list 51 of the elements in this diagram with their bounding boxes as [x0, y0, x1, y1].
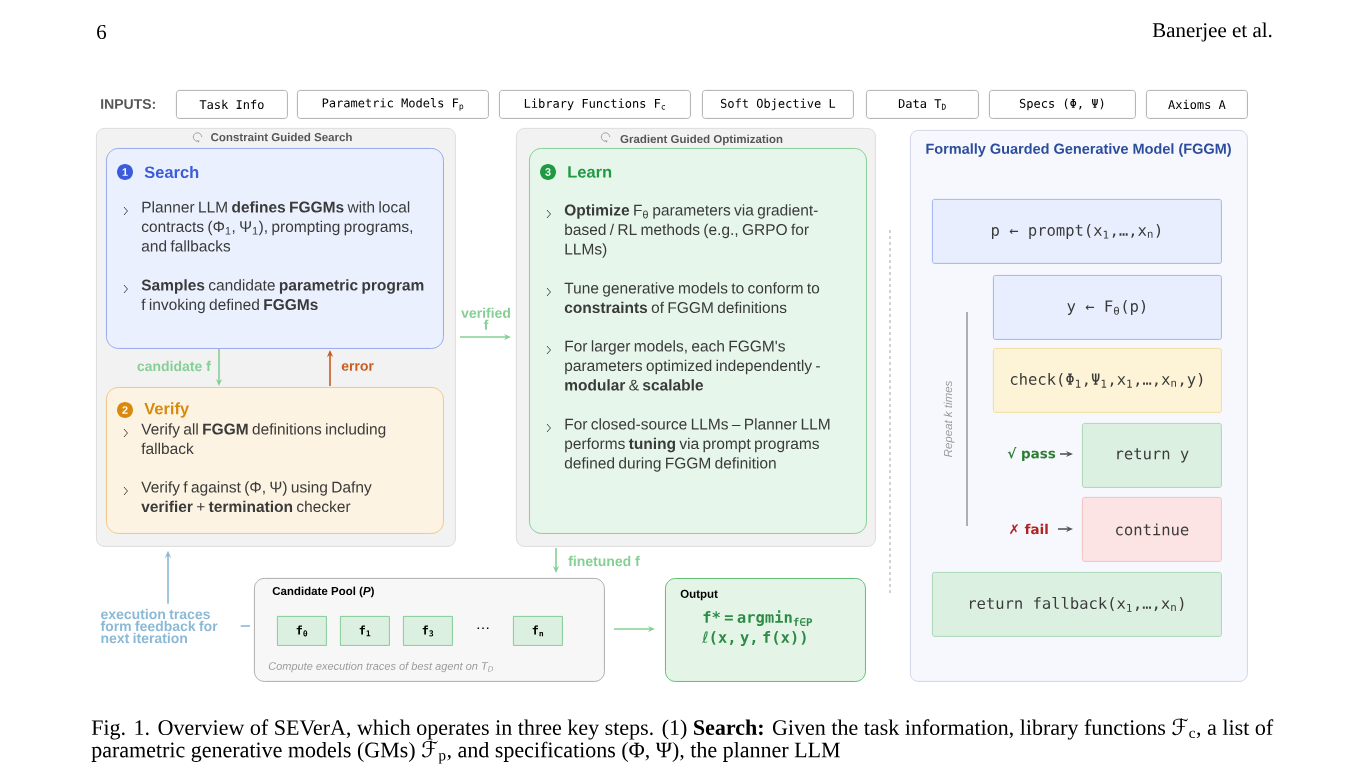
bullet-text: Tune generative models to conform to constraints of FGGM definitions	[564, 282, 820, 314]
candidate-box: f$_{0}$	[277, 616, 327, 646]
candidate-box: f$_{n}$	[513, 616, 563, 646]
pool-note: Compute execution traces of best agent on T$_{D}$	[268, 661, 494, 673]
pass-label: √ pass	[1007, 446, 1056, 462]
step-number: 3	[540, 164, 556, 180]
step-number: 2	[117, 402, 133, 418]
input-box: Axioms A	[1146, 90, 1248, 119]
code-box: return y	[1082, 423, 1222, 488]
running-head: Banerjee et al.	[1152, 22, 1272, 42]
caption: Fig. 1. Overview of SEVerA, which operates in three key steps. (1) Search: Given the task information, library functions ℱ$_{c}$, a list of parametric generative models (GMs) ℱ$_{p}$, and specifications (Φ, Ψ), the planner LLM	[91, 718, 1274, 764]
output-title: Output	[680, 589, 718, 601]
edge-label: finetuned f	[568, 555, 640, 567]
bullet-text: Verify all FGGM definitions including fallback	[141, 423, 386, 455]
code-box: p ← prompt(x$_{1}$,…,x$_{n}$)	[932, 199, 1222, 264]
panel-title: Formally Guarded Generative Model (FGGM)	[926, 143, 1231, 157]
bullet-text: Samples candidate parametric program f invoking defined FGGMs	[141, 279, 424, 314]
input-box: Task Info	[176, 90, 288, 119]
input-box: Library Functions F$_{c}$	[499, 90, 691, 119]
code-box: return fallback(x$_{1}$,…,x$_{n}$)	[932, 572, 1222, 637]
edge-label: error	[341, 363, 374, 371]
edge-label: verified f	[461, 307, 510, 330]
step-number: 1	[117, 164, 133, 180]
code-box: continue	[1082, 497, 1222, 562]
step-title: Learn	[568, 166, 612, 178]
bullet-text: Verify f against (Φ, Ψ) using Dafny verifier + termination checker	[141, 481, 372, 513]
code-box: check(Φ$_{1}$,Ψ$_{1}$,x$_{1}$,…,x$_{n}$,y)	[993, 348, 1222, 413]
step-title: Verify	[144, 402, 190, 418]
edge-label: candidate f	[137, 360, 211, 372]
pool-title: Candidate Pool (P)	[272, 586, 374, 598]
bullet-text: Optimize F$_{θ}$ parameters via gradient-based / RL methods (e.g., GRPO for LLMs)	[564, 204, 818, 258]
input-box: Soft Objective L	[702, 90, 854, 119]
input-box: Parametric Models F$_{p}$	[297, 90, 489, 119]
fail-label: ✗ fail	[1010, 523, 1048, 535]
repeat-label: Repeat k times	[943, 380, 955, 457]
step-title: Search	[144, 165, 199, 179]
code-box: y ← F$_{θ}$(p)	[993, 275, 1222, 340]
bullet-text: For closed-source LLMs – Planner LLM performs tuning via prompt programs defined during FGGM definition	[564, 418, 830, 472]
panel-title: Constraint Guided Search	[211, 132, 352, 142]
panel-title: Gradient Guided Optimization	[620, 134, 783, 146]
input-box: Data T$_{D}$	[866, 90, 979, 119]
candidate-box: f$_{1}$	[340, 616, 390, 646]
page-number: 6	[97, 24, 107, 40]
bullet-text: Planner LLM defines FGGMs with local contracts (Φ$_{1}$, Ψ$_{1}$), prompting programs, and fallbacks	[141, 201, 413, 252]
feedback-text: execution traces form feedback for next iteration	[100, 608, 218, 644]
ellipsis: ⋯	[477, 627, 489, 630]
bullet-text: For larger models, each FGGM's parameters optimized independently - modular & scalable	[565, 340, 820, 391]
inputs-label: INPUTS:	[101, 99, 155, 109]
output-formula: f* = argmin$_{f∈P}$ ℓ(x, y, f(x))	[702, 610, 812, 647]
candidate-box: f$_{3}$	[403, 616, 453, 646]
input-box: Specs (Φ, Ψ)	[989, 90, 1136, 119]
